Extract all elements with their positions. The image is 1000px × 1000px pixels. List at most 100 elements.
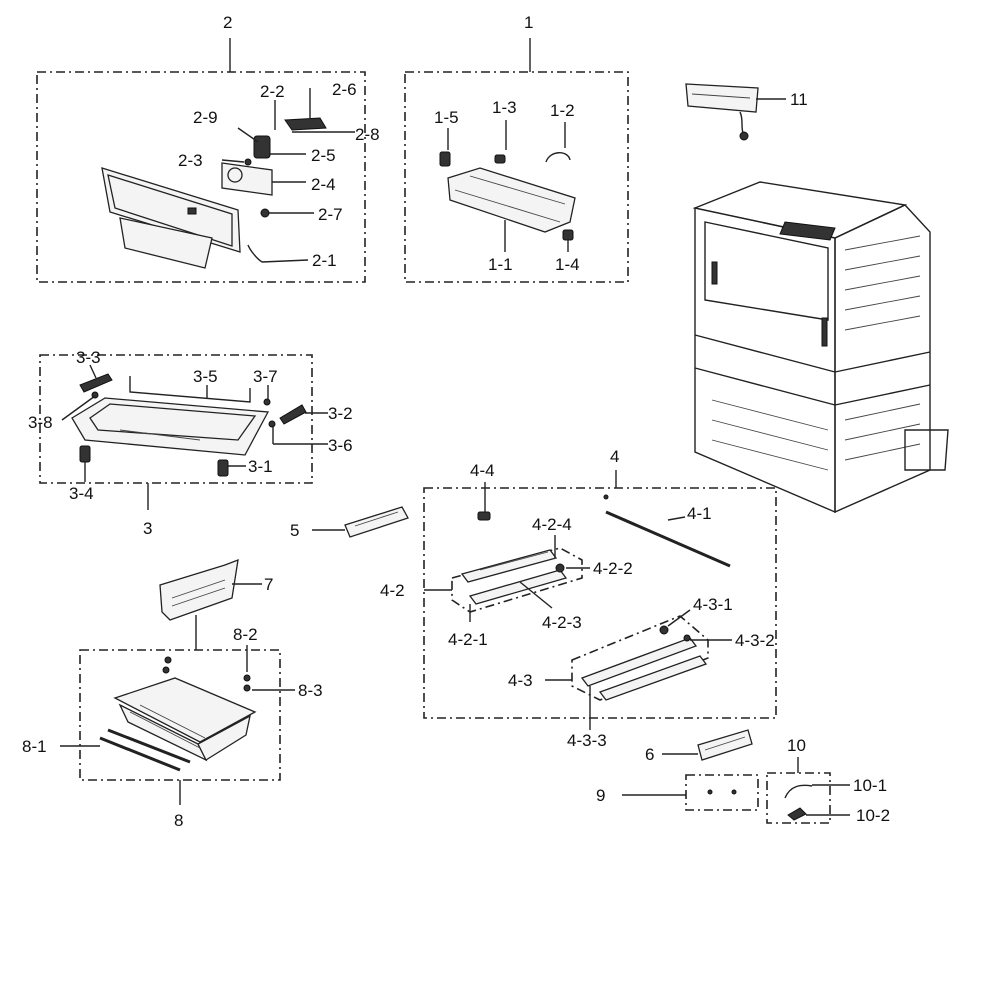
part-5: 5 <box>290 506 409 540</box>
label-9: 9 <box>596 786 605 805</box>
part-1-5 <box>439 151 451 167</box>
label-1-1: 1-1 <box>488 255 513 274</box>
part-2-7 <box>260 208 270 218</box>
part-4-3-rail-bottom <box>598 655 708 701</box>
label-3-6: 3-6 <box>328 436 353 455</box>
part-7-shape <box>159 558 239 621</box>
part-1-1 <box>447 167 576 233</box>
part-6: 6 <box>645 729 753 764</box>
label-4-2-2: 4-2-2 <box>593 559 633 578</box>
part-8-2 <box>243 674 251 682</box>
label-3-4: 3-4 <box>69 484 94 503</box>
group-4: 4 4-4 4-1 4-2 4-2-4 4-2-2 4-2-3 4-2-1 4-… <box>380 447 777 750</box>
label-8: 8 <box>174 811 183 830</box>
label-3-5: 3-5 <box>193 367 218 386</box>
part-3-7 <box>263 398 271 406</box>
part-2-5 <box>253 135 271 159</box>
part-3-5 <box>129 376 251 403</box>
label-4-3-2: 4-3-2 <box>735 631 775 650</box>
label-4-1: 4-1 <box>687 504 712 523</box>
subgroup-4-3-box <box>571 615 709 701</box>
label-2-9: 2-9 <box>193 108 218 127</box>
label-6: 6 <box>645 745 654 764</box>
label-8-2: 8-2 <box>233 625 258 644</box>
subgroup-4-2-box <box>451 547 583 613</box>
label-3-1: 3-1 <box>248 457 273 476</box>
part-9-box <box>685 774 759 811</box>
part-3-1 <box>217 459 229 477</box>
part-1-2 <box>545 152 571 163</box>
label-2-3: 2-3 <box>178 151 203 170</box>
label-1-3: 1-3 <box>492 98 517 117</box>
label-3-2: 3-2 <box>328 404 353 423</box>
label-2-2: 2-2 <box>260 82 285 101</box>
label-4-2-1: 4-2-1 <box>448 630 488 649</box>
part-4-2-rail-bottom <box>468 569 568 605</box>
label-4-3-3: 4-3-3 <box>567 731 607 750</box>
group-8-box <box>79 649 281 781</box>
label-4-2-3: 4-2-3 <box>542 613 582 632</box>
label-2-7: 2-7 <box>318 205 343 224</box>
label-10: 10 <box>787 736 806 755</box>
flap-part <box>119 217 213 269</box>
label-3-7: 3-7 <box>253 367 278 386</box>
label-10-2: 10-2 <box>856 806 890 825</box>
label-4-3: 4-3 <box>508 671 533 690</box>
part-9: 9 <box>596 774 759 811</box>
part-7: 7 <box>159 558 273 650</box>
part-4-1 <box>605 510 731 568</box>
part-6-shape <box>697 729 753 761</box>
part-5-shape <box>344 506 409 538</box>
group-3-box <box>39 354 313 484</box>
label-2-8: 2-8 <box>355 125 380 144</box>
part-4-3-1 <box>659 625 669 635</box>
label-5: 5 <box>290 521 299 540</box>
basket-top <box>113 677 257 743</box>
group-1-box <box>404 71 629 283</box>
part-11-shape <box>685 83 759 113</box>
part-3-6 <box>268 420 276 428</box>
part-1-4 <box>562 229 574 241</box>
label-3-8: 3-8 <box>28 413 53 432</box>
part-3-2 <box>279 404 307 425</box>
part-2-3 <box>244 158 252 166</box>
label-1-5: 1-5 <box>434 108 459 127</box>
label-8-1: 8-1 <box>22 737 47 756</box>
part-2-6 <box>284 117 327 131</box>
part-1-3 <box>494 154 506 164</box>
label-3-3: 3-3 <box>76 348 101 367</box>
label-2-6: 2-6 <box>332 80 357 99</box>
part-4-3-rail-top <box>580 637 698 687</box>
part-2-1 <box>247 244 263 263</box>
part-10-2 <box>787 807 807 821</box>
part-8-1 <box>99 736 181 772</box>
label-4-2: 4-2 <box>380 581 405 600</box>
part-4-2-rail-top <box>460 549 558 583</box>
part-4-4 <box>477 511 491 521</box>
group-10: 10 10-1 10-2 <box>766 736 890 825</box>
label-1: 1 <box>524 13 533 32</box>
label-2-1: 2-1 <box>312 251 337 270</box>
group-3: 3 3-3 3-5 3-7 3-2 3-8 3-6 3-1 3-4 <box>28 348 353 538</box>
label-2-4: 2-4 <box>311 175 336 194</box>
label-2: 2 <box>223 13 232 32</box>
group-2-box <box>36 71 366 283</box>
part-4-3-2 <box>683 634 691 642</box>
label-7: 7 <box>264 575 273 594</box>
group-1: 1 1-5 1-3 1-2 1-1 1-4 <box>404 13 629 283</box>
group-2: 2 2-2 2-6 2-9 2-8 2-3 2-5 2-4 2-7 2-1 <box>36 13 380 283</box>
label-2-5: 2-5 <box>311 146 336 165</box>
part-3-3 <box>79 373 113 393</box>
label-1-2: 1-2 <box>550 101 575 120</box>
label-4: 4 <box>610 447 619 466</box>
part-11: 11 <box>685 83 808 141</box>
refrigerator-cabinet <box>692 181 949 514</box>
label-1-4: 1-4 <box>555 255 580 274</box>
label-4-4: 4-4 <box>470 461 495 480</box>
label-8-3: 8-3 <box>298 681 323 700</box>
part-8-3 <box>243 684 251 692</box>
label-4-2-4: 4-2-4 <box>532 515 572 534</box>
part-3-4 <box>79 445 91 463</box>
part-4-2-2 <box>555 563 565 573</box>
